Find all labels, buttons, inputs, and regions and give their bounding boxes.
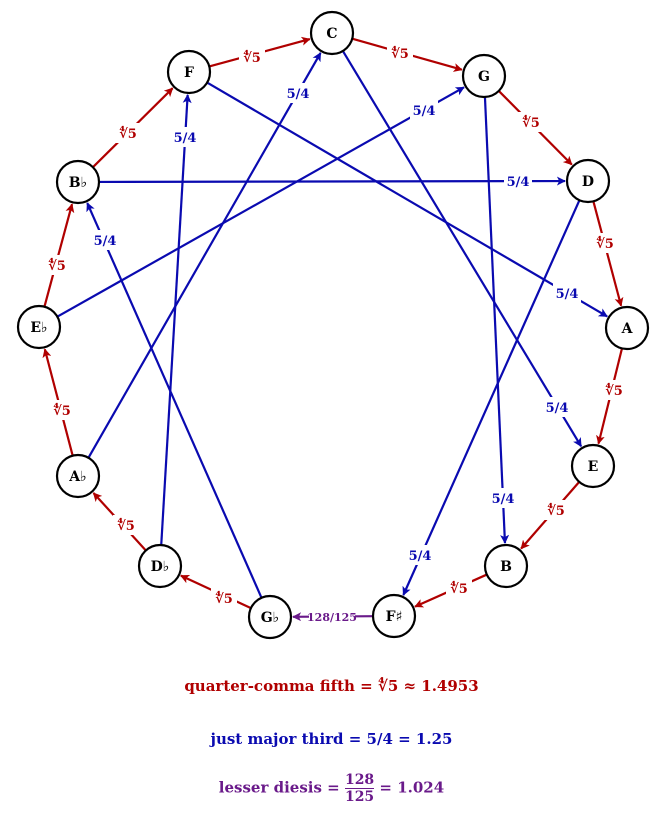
node-label: E bbox=[588, 459, 599, 475]
node-d-flat: D♭ bbox=[137, 543, 183, 589]
fraction-numerator: 128 bbox=[344, 772, 375, 789]
fifth-label: ∜5 bbox=[518, 112, 544, 132]
legend-third: just major third = 5/4 = 1.25 bbox=[210, 730, 453, 748]
legend-fifth: quarter-comma fifth = ∜5 ≈ 1.4953 bbox=[184, 677, 479, 695]
third-label: 5/4 bbox=[406, 545, 434, 565]
third-arrow-c-to-e bbox=[341, 50, 583, 448]
node-b-flat: B♭ bbox=[55, 159, 101, 205]
label-text: ∜5 bbox=[605, 382, 623, 399]
node-label: F♯ bbox=[386, 609, 403, 625]
legend-diesis-prefix: lesser diesis = bbox=[218, 778, 340, 797]
node-c: C bbox=[309, 10, 355, 56]
label-text: 5/4 bbox=[287, 87, 310, 102]
third-arrow-g-to-b bbox=[483, 96, 510, 544]
label-text: ∜5 bbox=[48, 257, 66, 274]
third-label: 5/4 bbox=[553, 283, 581, 303]
label-text: ∜5 bbox=[53, 402, 71, 419]
third-arrow-e-flat-to-g bbox=[56, 86, 465, 318]
node-f-sharp: F♯ bbox=[371, 593, 417, 639]
label-text: 5/4 bbox=[94, 234, 117, 249]
node-g-flat: G♭ bbox=[247, 594, 293, 640]
third-arrow-a-flat-to-c bbox=[87, 52, 322, 459]
third-arrow-d-flat-to-f bbox=[160, 94, 192, 546]
node-f: F bbox=[166, 49, 212, 95]
node-label: F bbox=[184, 65, 194, 81]
label-text: 5/4 bbox=[546, 401, 569, 416]
third-label: 5/4 bbox=[489, 488, 517, 508]
label-text: 5/4 bbox=[174, 131, 197, 146]
fifth-label: ∜5 bbox=[239, 47, 265, 67]
label-text: 128/125 bbox=[307, 611, 357, 624]
fifth-arrow-d-to-a bbox=[592, 201, 624, 307]
label-text: 5/4 bbox=[409, 549, 432, 564]
node-label: A bbox=[621, 321, 634, 337]
label-text: 5/4 bbox=[492, 492, 515, 507]
node-label: B bbox=[500, 559, 512, 575]
fifth-label: ∜5 bbox=[44, 255, 70, 275]
node-label: G bbox=[478, 69, 490, 85]
fifth-label: ∜5 bbox=[446, 578, 472, 598]
fifth-label: ∜5 bbox=[387, 43, 413, 63]
node-a: A bbox=[604, 305, 650, 351]
node-b: B bbox=[483, 543, 529, 589]
node-label: E♭ bbox=[30, 320, 47, 336]
fraction-denominator: 125 bbox=[344, 789, 375, 805]
node-label: A♭ bbox=[68, 469, 86, 485]
label-text: ∜5 bbox=[119, 125, 137, 142]
label-text: 5/4 bbox=[507, 175, 530, 190]
third-arrow-g-flat-to-b-flat bbox=[86, 202, 263, 599]
label-text: ∜5 bbox=[117, 517, 135, 534]
node-e-flat: E♭ bbox=[16, 304, 62, 350]
fifth-label: ∜5 bbox=[49, 400, 75, 420]
diesis-label: 128/125 bbox=[307, 607, 357, 627]
fifth-label: ∜5 bbox=[115, 123, 141, 143]
node-label: G♭ bbox=[261, 610, 280, 626]
legend-diesis-suffix: = 1.024 bbox=[379, 778, 445, 797]
fifth-label: ∜5 bbox=[113, 515, 139, 535]
third-arrow-d-to-f-sharp bbox=[402, 199, 581, 596]
fifth-label: ∜5 bbox=[601, 380, 627, 400]
node-d: D bbox=[565, 158, 611, 204]
node-label: B♭ bbox=[69, 175, 87, 191]
fifth-label: ∜5 bbox=[211, 588, 237, 608]
label-text: ∜5 bbox=[243, 49, 261, 66]
third-arrow-b-flat-to-d bbox=[98, 176, 566, 186]
label-text: 5/4 bbox=[556, 287, 579, 302]
label-text: 5/4 bbox=[413, 104, 436, 119]
node-label: D bbox=[582, 174, 594, 190]
node-e: E bbox=[570, 443, 616, 489]
node-label: C bbox=[326, 26, 337, 42]
third-label: 5/4 bbox=[410, 100, 438, 120]
third-arrow-f-to-a bbox=[206, 81, 608, 318]
third-label: 5/4 bbox=[171, 127, 199, 147]
label-text: ∜5 bbox=[547, 502, 565, 519]
label-text: ∜5 bbox=[596, 235, 614, 252]
node-a-flat: A♭ bbox=[55, 453, 101, 499]
label-text: ∜5 bbox=[450, 580, 468, 597]
third-label: 5/4 bbox=[504, 171, 532, 191]
node-label: D♭ bbox=[151, 559, 170, 575]
label-text: ∜5 bbox=[522, 114, 540, 131]
label-text: ∜5 bbox=[391, 45, 409, 62]
fifth-label: ∜5 bbox=[592, 233, 618, 253]
node-g: G bbox=[461, 53, 507, 99]
fifth-label: ∜5 bbox=[543, 500, 569, 520]
third-label: 5/4 bbox=[543, 397, 571, 417]
third-label: 5/4 bbox=[91, 230, 119, 250]
label-text: ∜5 bbox=[215, 590, 233, 607]
third-label: 5/4 bbox=[284, 83, 312, 103]
